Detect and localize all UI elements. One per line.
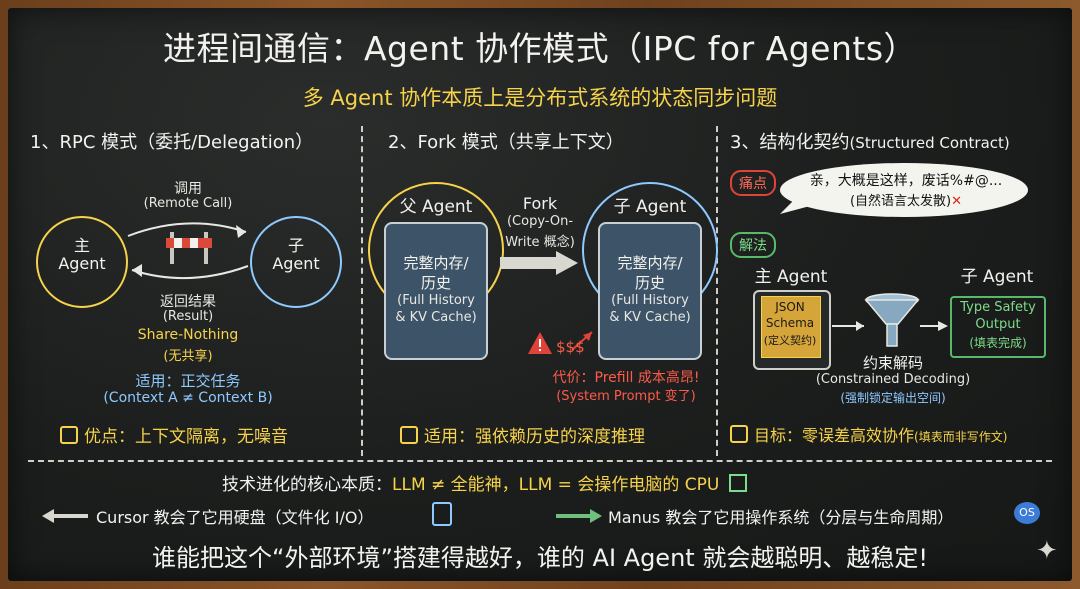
contract-heading-en: (Structured Contract) xyxy=(849,134,1010,152)
barrier-icon xyxy=(166,232,212,264)
output-box xyxy=(950,296,1046,358)
main-agent-label-1: 主 xyxy=(73,236,90,255)
warning-icon xyxy=(528,331,593,354)
share-nothing: Share-Nothing xyxy=(137,327,239,343)
chip-icon xyxy=(728,474,747,492)
main-agent-circle xyxy=(36,216,128,308)
essence-prefix: 技术进化的核心本质： xyxy=(222,475,392,495)
contract-goal-text: 目标：零误差高效协作 xyxy=(754,426,915,445)
child-agent-circle xyxy=(250,216,342,308)
checkbox-icon xyxy=(730,425,748,443)
fork-apply: 适用：强依赖历史的深度推理 xyxy=(400,422,645,447)
speech-bubble xyxy=(780,163,1028,217)
fork-desc-2: Write 概念) xyxy=(505,235,575,250)
essence-line: 技术进化的核心本质：LLM ≠ 全能神，LLM = 会操作电脑的 CPU xyxy=(222,470,747,495)
x-mark-icon: ✕ xyxy=(951,194,963,209)
funnel-icon xyxy=(832,293,948,347)
fork-heading: 2、Fork 模式（共享上下文） xyxy=(388,132,624,153)
json-label-1: JSON xyxy=(775,300,805,314)
page-subtitle: 多 Agent 协作本质上是分布式系统的状态同步问题 xyxy=(302,86,778,110)
rpc-return-label: 返回结果 xyxy=(160,294,216,310)
bubble-text-2: (自然语言太发散)✕ xyxy=(786,190,1026,209)
decode-en: (Constrained Decoding) xyxy=(815,372,971,387)
parent-memory-box xyxy=(384,222,488,360)
cursor-line: Cursor 教会了它用硬盘（文件化 I/O） xyxy=(96,508,374,527)
child-mem-2: 历史 xyxy=(634,274,665,292)
rpc-call-en: (Remote Call) xyxy=(143,196,233,211)
output-label-3: (填表完成) xyxy=(969,336,1027,350)
parent-mem-3: (Full History xyxy=(397,293,475,308)
rpc-apply: 适用：正交任务 xyxy=(135,372,241,390)
json-schema-box xyxy=(761,296,821,358)
fork-desc-1: (Copy-On- xyxy=(506,214,574,229)
parent-mem-2: 历史 xyxy=(420,274,451,292)
contract-main-agent: 主 Agent xyxy=(754,267,828,287)
child-agent-label-1: 子 xyxy=(287,236,304,255)
solution-tag: 解法 xyxy=(730,232,776,258)
child-mem-3: (Full History xyxy=(611,293,689,308)
rpc-return-en: (Result) xyxy=(162,309,214,324)
fork-cost: 代价：Prefill 成本高昂! xyxy=(552,370,700,386)
checkbox-icon xyxy=(60,426,78,444)
child-mem-4: & KV Cache) xyxy=(609,310,691,325)
cost-icon-text: $$$ xyxy=(556,338,585,356)
rpc-heading: 1、RPC 模式（委托/Delegation） xyxy=(30,132,314,153)
contract-child-agent: 子 Agent xyxy=(960,267,1034,287)
json-label-3: (定义契约) xyxy=(763,334,817,347)
bubble-text-1: 亲，大概是这样，废话%#@... xyxy=(809,173,1003,189)
parent-agent-label: 父 Agent xyxy=(399,197,473,217)
child-agent-label-2: Agent xyxy=(272,254,320,273)
fork-arrow-icon xyxy=(500,251,578,275)
disk-icon xyxy=(432,502,452,526)
final-statement: 谁能把这个“外部环境”搭建得越好，谁的 AI Agent 就会越聪明、越稳定! xyxy=(152,544,928,572)
child-mem-1: 完整内存/ xyxy=(617,254,683,272)
decode-label: 约束解码 xyxy=(862,354,923,372)
right-arrow-icon xyxy=(556,509,602,523)
contract-heading-cn: 3、结构化契约 xyxy=(730,132,850,153)
divider-2 xyxy=(716,126,718,456)
parent-mem-1: 完整内存/ xyxy=(403,254,469,272)
rpc-arrows xyxy=(127,222,249,280)
contract-goal: 目标：零误差高效协作(填表而非写作文) xyxy=(730,422,1007,446)
divider-horizontal xyxy=(28,460,1052,462)
rpc-apply-en: (Context A ≠ Context B) xyxy=(103,390,273,406)
main-agent-label-2: Agent xyxy=(58,254,106,273)
fork-cost-en: (System Prompt 变了) xyxy=(556,389,696,404)
rpc-pro-text: 优点：上下文隔离，无噪音 xyxy=(84,427,288,447)
pain-tag: 痛点 xyxy=(730,170,776,196)
output-label-1: Type Safety xyxy=(960,300,1036,315)
fork-apply-text: 适用：强依赖历史的深度推理 xyxy=(424,427,645,447)
contract-heading: 3、结构化契约(Structured Contract) xyxy=(730,128,1010,154)
essence-text: LLM ≠ 全能神，LLM = 会操作电脑的 CPU xyxy=(392,475,720,495)
child-agent-label-fork: 子 Agent xyxy=(613,197,687,217)
manus-line: Manus 教会了它用操作系统（分层与生命周期） xyxy=(608,508,954,527)
rpc-call-label: 调用 xyxy=(174,181,202,197)
divider-1 xyxy=(361,126,363,456)
contract-goal-note: (填表而非写作文) xyxy=(914,430,1008,444)
os-badge: OS xyxy=(1014,502,1040,524)
sparkle-icon: ✦ xyxy=(1036,536,1058,566)
left-arrow-icon xyxy=(42,509,88,523)
output-label-2: Output xyxy=(975,317,1021,332)
chalkboard: 进程间通信：Agent 协作模式（IPC for Agents） 多 Agent… xyxy=(8,8,1072,581)
child-memory-box xyxy=(598,222,702,360)
bubble-text-2-content: (自然语言太发散) xyxy=(849,194,952,209)
share-nothing-cn: (无共享) xyxy=(163,349,213,364)
page-title: 进程间通信：Agent 协作模式（IPC for Agents） xyxy=(162,29,918,68)
parent-mem-4: & KV Cache) xyxy=(395,310,477,325)
fork-label: Fork xyxy=(522,194,558,213)
checkbox-icon xyxy=(400,426,418,444)
rpc-pro: 优点：上下文隔离，无噪音 xyxy=(60,422,288,447)
json-label-2: Schema xyxy=(765,316,815,330)
decode-note: (强制锁定输出空间) xyxy=(840,391,946,405)
